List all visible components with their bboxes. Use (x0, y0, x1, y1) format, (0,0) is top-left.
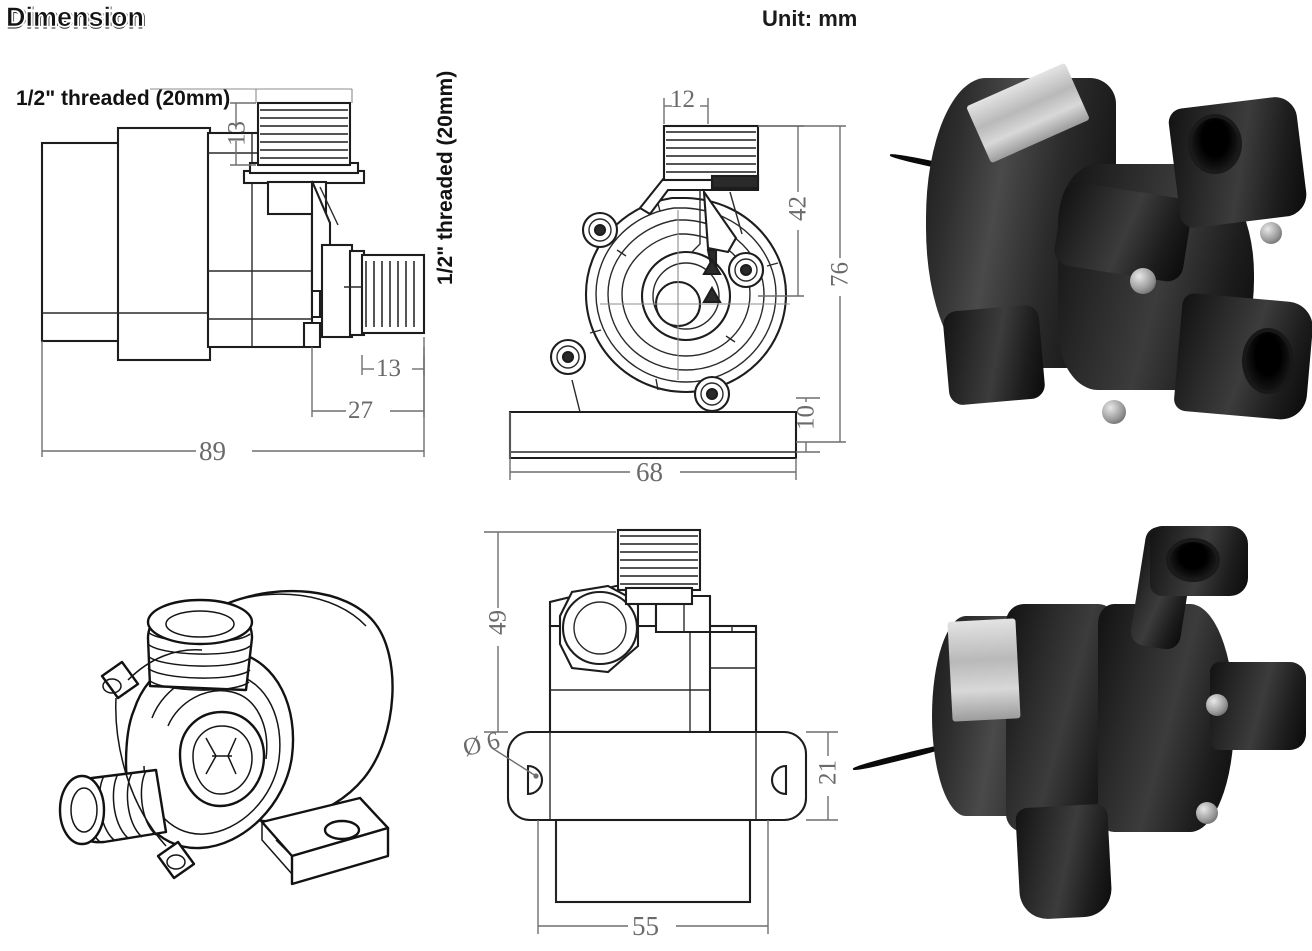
screw-upper (1130, 268, 1156, 294)
screw-lower (1102, 400, 1126, 424)
front-elevation-view: 12 42 76 10 68 (490, 80, 880, 490)
isometric-line-drawing-view (30, 540, 430, 940)
note-thread-right-vertical: 1/2" threaded (20mm) (434, 70, 457, 285)
dim-13-horizontal: 13 (376, 355, 401, 382)
product-photo-three-quarter (889, 60, 1312, 480)
top-plan-drawing (484, 528, 838, 934)
front-elevation-drawing (508, 98, 846, 480)
dim-68: 68 (636, 457, 663, 487)
product-photo-side (850, 520, 1310, 950)
dim-12: 12 (670, 86, 695, 113)
top-plan-view: 49 Ø 6 21 55 (460, 520, 860, 950)
screw-side (1260, 222, 1282, 244)
side-elevation-view: 1/2" threaded (20mm) (0, 55, 470, 485)
dim-89: 89 (199, 436, 226, 466)
screw-upper-2 (1206, 694, 1228, 716)
mid-band (1006, 604, 1116, 832)
dim-49: 49 (484, 610, 512, 635)
dim-13-vertical: 13 (223, 121, 251, 146)
outlet-port-upper (1167, 94, 1309, 230)
dim-10: 10 (792, 405, 820, 430)
dim-27: 27 (348, 397, 373, 424)
spec-label-2 (947, 618, 1021, 722)
page-title: Dimension (6, 2, 145, 33)
screw-lower-2 (1196, 802, 1218, 824)
dim-42: 42 (784, 196, 812, 221)
outlet-bore-lower (1242, 328, 1294, 394)
outlet-bore-upper-2 (1166, 538, 1220, 582)
outlet-bore-upper (1188, 114, 1242, 174)
mounting-foot-2 (1015, 803, 1113, 921)
unit-label: Unit: mm (762, 6, 858, 31)
dim-21: 21 (814, 760, 842, 785)
dim-76: 76 (826, 262, 854, 287)
dim-55: 55 (632, 911, 659, 941)
isometric-drawing (58, 589, 394, 886)
note-thread-top-left: 1/2" threaded (20mm) (16, 87, 231, 110)
side-elevation-drawing (40, 88, 426, 457)
mounting-foot (942, 303, 1046, 407)
